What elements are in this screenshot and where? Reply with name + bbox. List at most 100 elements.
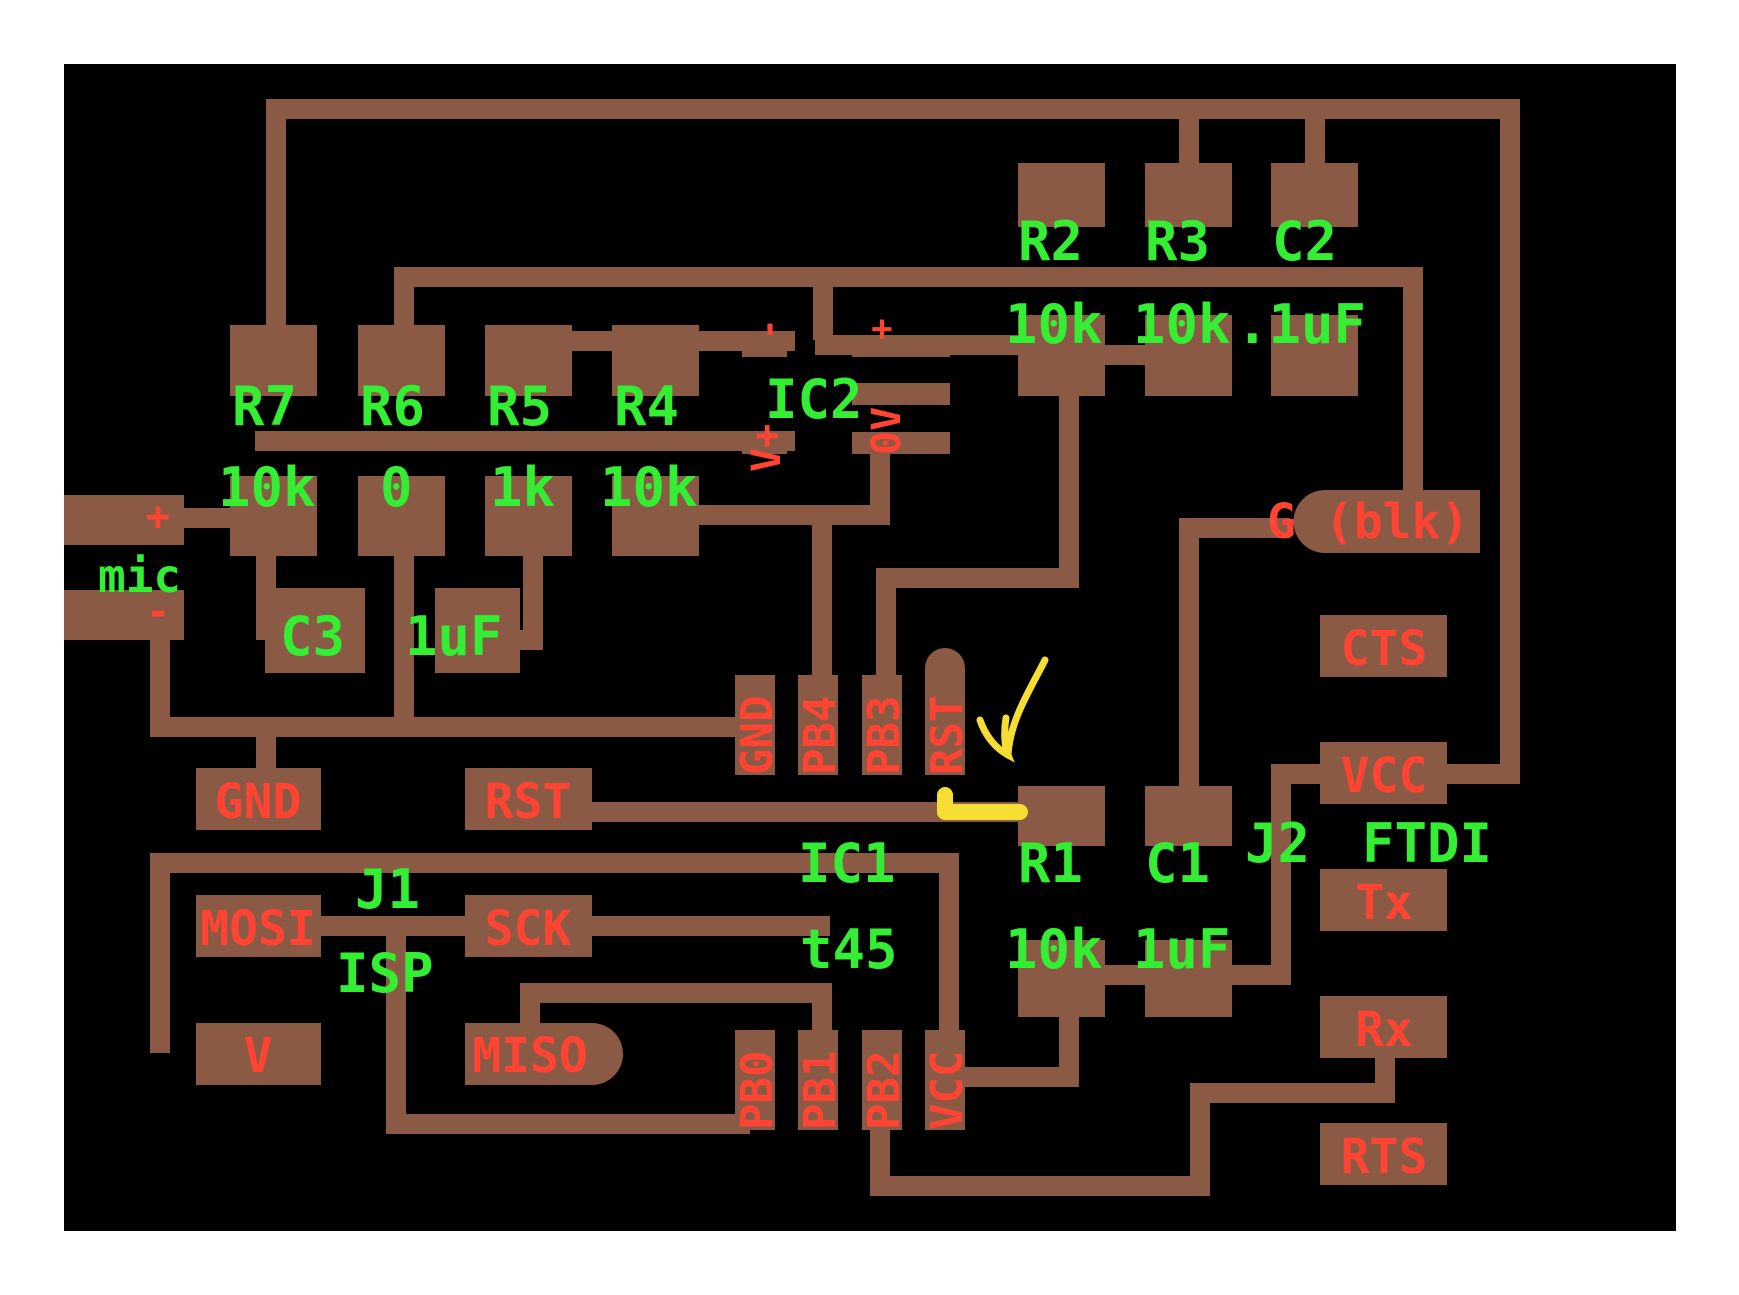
ic2-pin-label-vplus: V+ — [744, 424, 790, 472]
ic2-pin-1 — [742, 335, 787, 357]
ic2-pin-3 — [852, 335, 950, 357]
ic2-pin-4 — [852, 383, 950, 405]
arrow-annotation-icon — [976, 656, 1049, 763]
ic1-pin-label-pb4: PB4 — [795, 696, 846, 775]
c3-ref: C3 — [280, 605, 345, 668]
rts-pad — [1320, 1123, 1447, 1185]
r1-pad-bottom — [1018, 940, 1105, 1017]
r6-pad-bottom — [358, 476, 445, 556]
r4-ref: R4 — [614, 375, 679, 438]
c1-pad-top — [1145, 786, 1232, 846]
tx-pad — [1320, 869, 1447, 931]
c2-pad-top — [1271, 163, 1358, 227]
v-pad-label: V — [244, 1028, 273, 1084]
sck-pad-label: SCK — [485, 901, 572, 957]
ic1-value: t45 — [800, 918, 898, 981]
gnd-pad-label: GND — [215, 774, 302, 830]
c2-pad-bottom — [1271, 315, 1358, 396]
ic1-pin-label-pb1: PB1 — [795, 1051, 846, 1130]
c1-ref: C1 — [1145, 832, 1210, 895]
ic2-pin-label-minus: - — [748, 318, 789, 340]
mic-minus-pad — [64, 590, 184, 640]
r7-pad-top — [230, 325, 317, 396]
ftdi-gnd-pad — [1293, 490, 1480, 553]
pin-labels: GND PB4 PB3 RST PB0 PB1 PB2 VCC V+ 0V - … — [732, 318, 973, 1130]
mic-plus-label: + — [146, 494, 170, 540]
v-pad — [196, 1023, 321, 1085]
ic1-pin-gnd — [735, 675, 775, 775]
r7-value: 10k — [218, 456, 316, 519]
ic1-pin-vcc — [925, 1030, 965, 1130]
ic1-pin-label-gnd: GND — [732, 696, 783, 775]
r5-ref: R5 — [487, 375, 552, 438]
ic1-pin-label-rst: RST — [922, 696, 973, 775]
j2-value: FTDI — [1362, 812, 1492, 875]
r7-ref: R7 — [232, 375, 297, 438]
r1-value: 10k — [1005, 918, 1103, 981]
j1-ref: J1 — [355, 858, 420, 921]
r4-value: 10k — [600, 456, 698, 519]
rst-pad-label: RST — [485, 774, 572, 830]
r3-pad-bottom — [1145, 315, 1232, 396]
r3-value: 10k — [1133, 293, 1231, 356]
highlight-mark — [937, 787, 1028, 820]
r5-pad-top — [485, 325, 572, 396]
miso-pad — [465, 1023, 623, 1085]
cts-pad-label: CTS — [1341, 621, 1428, 677]
r1-pad-top — [1018, 786, 1105, 846]
vcc-pad — [1320, 742, 1447, 804]
r1-ref: R1 — [1018, 832, 1083, 895]
r6-pad-top — [358, 325, 445, 396]
r2-value: 10k — [1005, 293, 1103, 356]
ic1-pin-pb0 — [735, 1030, 775, 1130]
ic1-pin-label-pb2: PB2 — [859, 1051, 910, 1130]
ic1-pin-pb4 — [798, 675, 838, 775]
ic1-pin-rst — [925, 648, 965, 775]
mosi-pad — [196, 895, 321, 957]
rts-pad-label: RTS — [1341, 1129, 1428, 1185]
r3-ref: R3 — [1145, 210, 1210, 273]
r2-ref: R2 — [1018, 210, 1083, 273]
copper-pads — [64, 163, 1480, 1185]
c2-value: .1uF — [1236, 293, 1366, 356]
ic2-pin-label-0v: 0V — [864, 407, 910, 455]
ic1-pin-pb2 — [862, 1030, 902, 1130]
tx-pad-label: Tx — [1355, 875, 1413, 931]
component-labels: R7 R6 R5 R4 10k 0 1k 10k R2 R3 C2 10k 10… — [98, 210, 1492, 1005]
c3-pad-left — [265, 588, 365, 673]
pad-labels: GND RST MOSI SCK V MISO G (blk) CTS VCC … — [146, 494, 1469, 1185]
r5-value: 1k — [490, 456, 555, 519]
ic2-pin-2 — [742, 432, 787, 454]
r6-value: 0 — [380, 456, 413, 519]
mic-plus-pad — [64, 495, 184, 545]
ic1-pin-pb3 — [862, 675, 902, 775]
r7-pad-bottom — [230, 476, 317, 556]
r5-pad-bottom — [485, 476, 572, 556]
c3-pad-right — [435, 588, 520, 673]
miso-pad-label: MISO — [472, 1028, 588, 1084]
sck-pad — [465, 895, 592, 957]
ic2-pin-5 — [852, 432, 950, 454]
ic1-pin-label-vcc: VCC — [922, 1051, 973, 1130]
r4-pad-bottom — [612, 476, 699, 556]
ic1-pin-pb1 — [798, 1030, 838, 1130]
r3-pad-top — [1145, 163, 1232, 227]
r2-pad-bottom — [1018, 315, 1105, 396]
gnd-pad — [196, 768, 321, 830]
c2-ref: C2 — [1272, 210, 1337, 273]
mic-minus-label: - — [146, 589, 170, 635]
rx-pad-label: Rx — [1355, 1002, 1413, 1058]
mic-label: mic — [98, 549, 181, 603]
j1-value: ISP — [336, 942, 434, 1005]
yellow-annotation — [937, 656, 1049, 820]
vcc-pad-label: VCC — [1341, 748, 1428, 804]
ic2-ref: IC2 — [765, 368, 863, 431]
ic1-pin-label-pb0: PB0 — [732, 1051, 783, 1130]
ic1-ref: IC1 — [798, 832, 896, 895]
c3-value: 1uF — [405, 605, 503, 668]
ic1-pin-label-pb3: PB3 — [859, 696, 910, 775]
c1-value: 1uF — [1133, 918, 1231, 981]
r6-ref: R6 — [360, 375, 425, 438]
mosi-pad-label: MOSI — [200, 901, 316, 957]
rst-pad — [465, 768, 592, 830]
